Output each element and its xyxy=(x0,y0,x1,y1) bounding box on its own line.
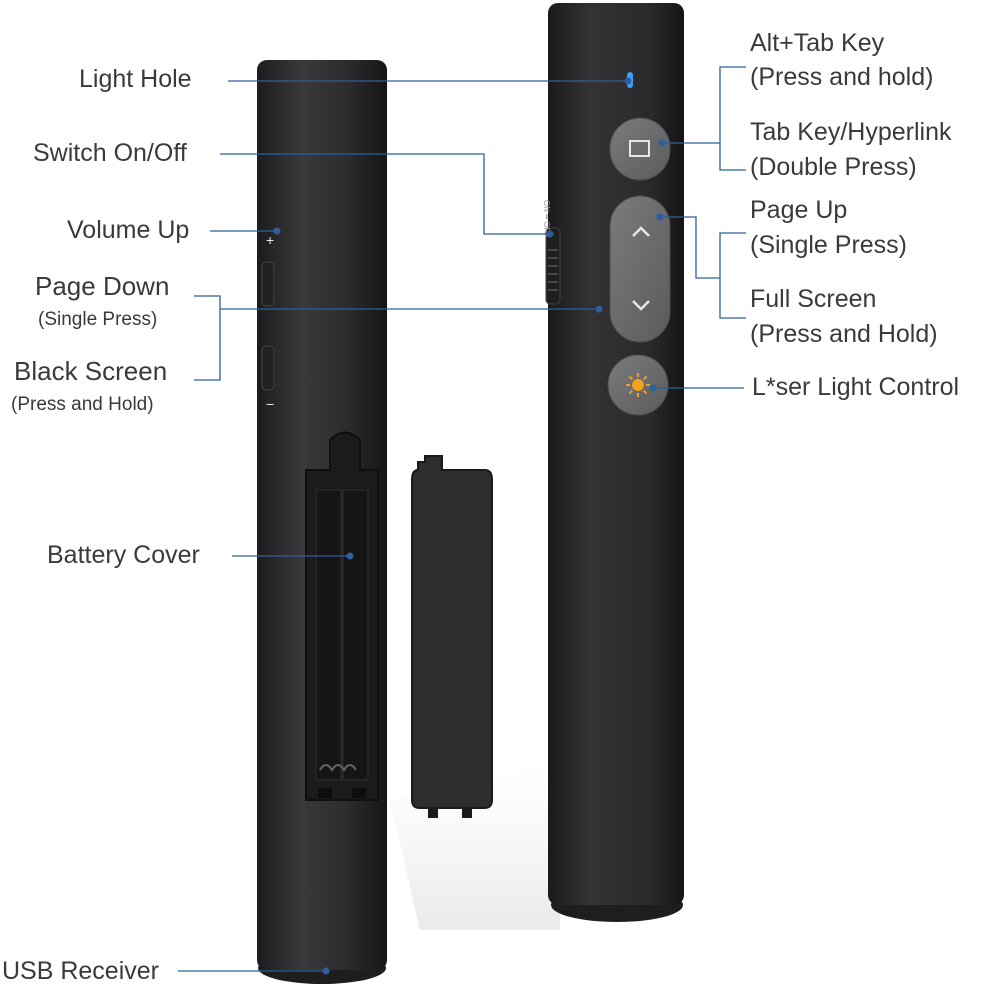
label-alt-tab-key: Alt+Tab Key xyxy=(750,29,885,57)
label-laser-light-control: L*ser Light Control xyxy=(752,373,960,401)
battery-spring xyxy=(319,764,357,772)
label-usb-receiver: USB Receiver xyxy=(2,957,159,985)
square-icon xyxy=(629,140,650,157)
label-tab-key-hyperlink: Tab Key/Hyperlink xyxy=(750,118,952,146)
label-light-hole: Light Hole xyxy=(79,65,192,93)
right-pen xyxy=(545,3,684,922)
label-page-up-sub: (Single Press) xyxy=(750,231,907,259)
label-alt-tab-sub: (Press and hold) xyxy=(750,63,934,91)
label-switch-on-off: Switch On/Off xyxy=(33,139,187,167)
label-volume-up: Volume Up xyxy=(67,216,190,244)
plus-mark: + xyxy=(266,232,275,248)
chevron-down-icon xyxy=(632,300,650,311)
left-pen xyxy=(257,60,387,984)
label-black-screen: Black Screen xyxy=(14,356,168,386)
label-battery-cover: Battery Cover xyxy=(47,541,200,569)
label-page-down: Page Down xyxy=(35,271,170,301)
label-black-screen-sub: (Press and Hold) xyxy=(11,394,154,415)
laser-sun-icon xyxy=(626,373,650,397)
label-page-up: Page Up xyxy=(750,196,848,224)
label-tab-key-sub: (Double Press) xyxy=(750,153,917,181)
tab-key-button[interactable] xyxy=(609,117,671,181)
battery-cover xyxy=(411,455,493,818)
label-full-screen-sub: (Press and Hold) xyxy=(750,320,938,348)
chevron-up-icon xyxy=(632,226,650,237)
volume-up-button[interactable] xyxy=(261,261,275,307)
label-full-screen: Full Screen xyxy=(750,285,877,313)
label-page-down-sub: (Single Press) xyxy=(38,309,158,330)
page-up-down-rocker[interactable] xyxy=(609,195,671,343)
minus-mark: − xyxy=(266,396,275,412)
volume-down-button[interactable] xyxy=(261,345,275,391)
